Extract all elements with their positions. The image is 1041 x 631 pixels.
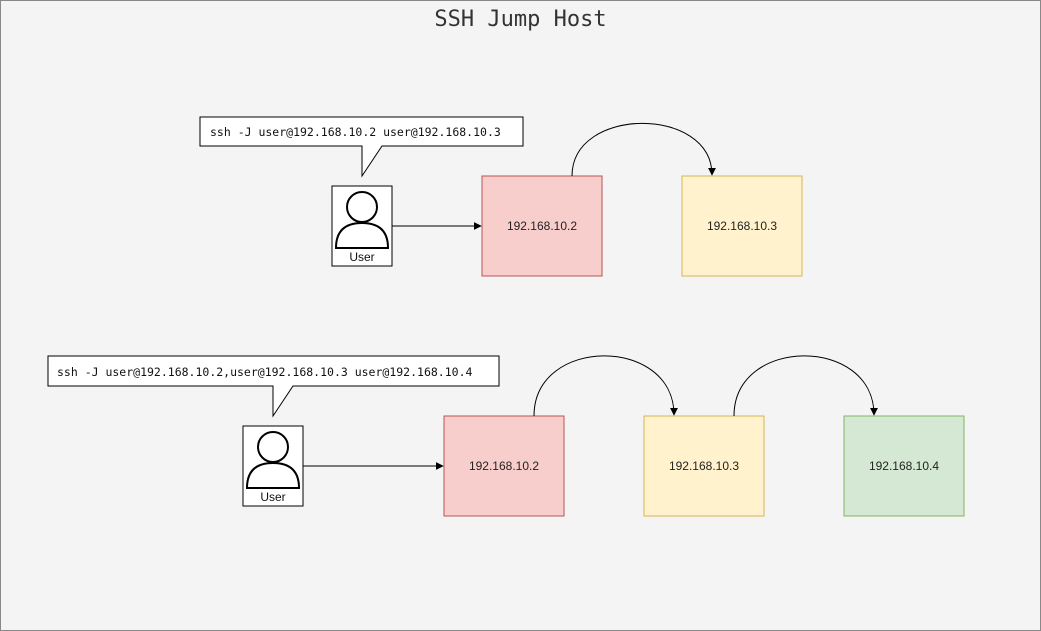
command-text-2: ssh -J user@192.168.10.2,user@192.168.10… <box>57 365 473 379</box>
host-label-s2-1: 192.168.10.2 <box>468 459 540 473</box>
host-label-s1-2: 192.168.10.3 <box>706 219 778 233</box>
host-box-s2-1 <box>443 415 565 517</box>
host-box-s1-1 <box>481 175 603 277</box>
user-icon-head <box>257 431 289 463</box>
jump-arrow-s2-1 <box>533 355 678 417</box>
host-label-s1-1: 192.168.10.2 <box>506 219 578 233</box>
host-label-s2-3: 192.168.10.4 <box>868 459 940 473</box>
user-icon-head <box>346 191 378 223</box>
user-actor-1 <box>331 185 393 267</box>
jump-arrow-s2-2 <box>733 355 878 417</box>
jump-arrow-s1 <box>571 123 716 177</box>
command-callout-2 <box>47 355 500 418</box>
host-box-s2-3 <box>843 415 965 517</box>
user-actor-2 <box>242 425 304 507</box>
command-callout-1 <box>199 116 524 178</box>
command-text-1: ssh -J user@192.168.10.2 user@192.168.10… <box>210 125 501 139</box>
user-label-1: User <box>349 250 375 264</box>
user-icon-body <box>334 221 390 249</box>
host-box-s1-2 <box>681 175 803 277</box>
host-box-s2-2 <box>643 415 765 517</box>
user-label-2: User <box>260 490 286 504</box>
diagram-title: SSH Jump Host <box>434 7 607 32</box>
host-label-s2-2: 192.168.10.3 <box>668 459 740 473</box>
user-icon-body <box>245 461 301 489</box>
